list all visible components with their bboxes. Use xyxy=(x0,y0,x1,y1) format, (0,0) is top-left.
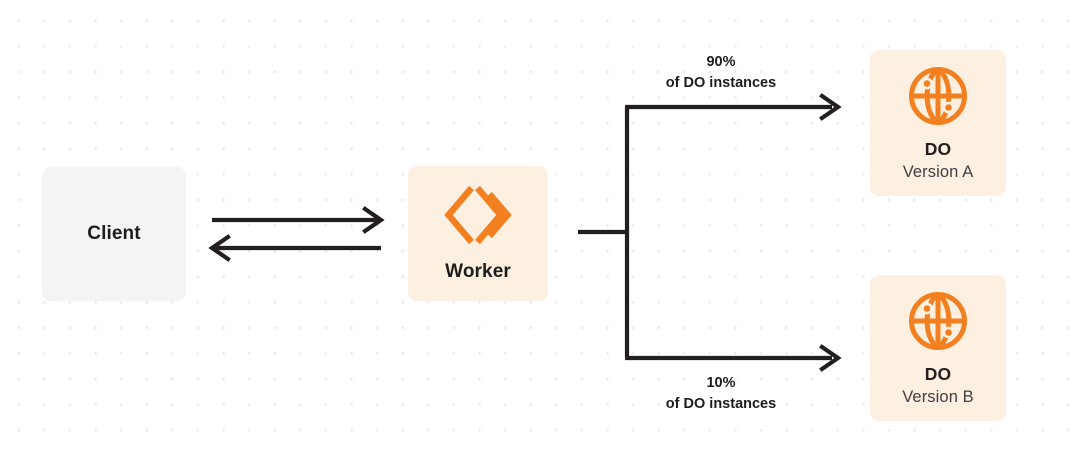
node-do-version-b-labels: DO Version B xyxy=(902,364,974,407)
arrow-worker-to-do-b xyxy=(625,344,842,372)
edge-client-worker-group xyxy=(205,200,395,270)
node-do-version-a-label: DO xyxy=(924,138,952,159)
node-client[interactable]: Client xyxy=(42,167,186,301)
node-do-version-a-labels: DO Version A xyxy=(903,139,974,182)
node-do-version-b-sublabel: Version B xyxy=(902,387,974,406)
arrow-client-to-worker xyxy=(212,206,385,234)
globe-icon xyxy=(907,65,969,127)
node-do-version-b[interactable]: DO Version B xyxy=(870,275,1006,421)
edge-worker-to-dos-group xyxy=(570,92,850,377)
node-worker-label: Worker xyxy=(445,261,511,283)
edge-label-10-percent: 10% of DO instances xyxy=(626,373,816,415)
edge-label-90-percent-value: 90% xyxy=(706,54,736,70)
arrow-worker-to-client xyxy=(208,234,381,262)
node-worker[interactable]: Worker xyxy=(408,166,548,301)
node-do-version-a-sublabel: Version A xyxy=(902,162,974,181)
branch-connector-svg xyxy=(578,93,842,372)
node-do-version-b-label: DO xyxy=(924,363,952,384)
client-worker-arrows-svg xyxy=(208,206,385,262)
cloudflare-workers-icon xyxy=(441,184,515,246)
edge-label-90-percent: 90% of DO instances xyxy=(626,52,816,94)
node-client-label: Client xyxy=(87,222,141,244)
edge-label-10-percent-detail: of DO instances xyxy=(665,396,777,413)
arrow-worker-to-do-a xyxy=(625,93,842,121)
globe-icon xyxy=(907,290,969,352)
edge-label-90-percent-detail: of DO instances xyxy=(665,75,777,92)
node-do-version-a[interactable]: DO Version A xyxy=(870,50,1006,196)
edge-label-10-percent-value: 10% xyxy=(706,375,736,391)
